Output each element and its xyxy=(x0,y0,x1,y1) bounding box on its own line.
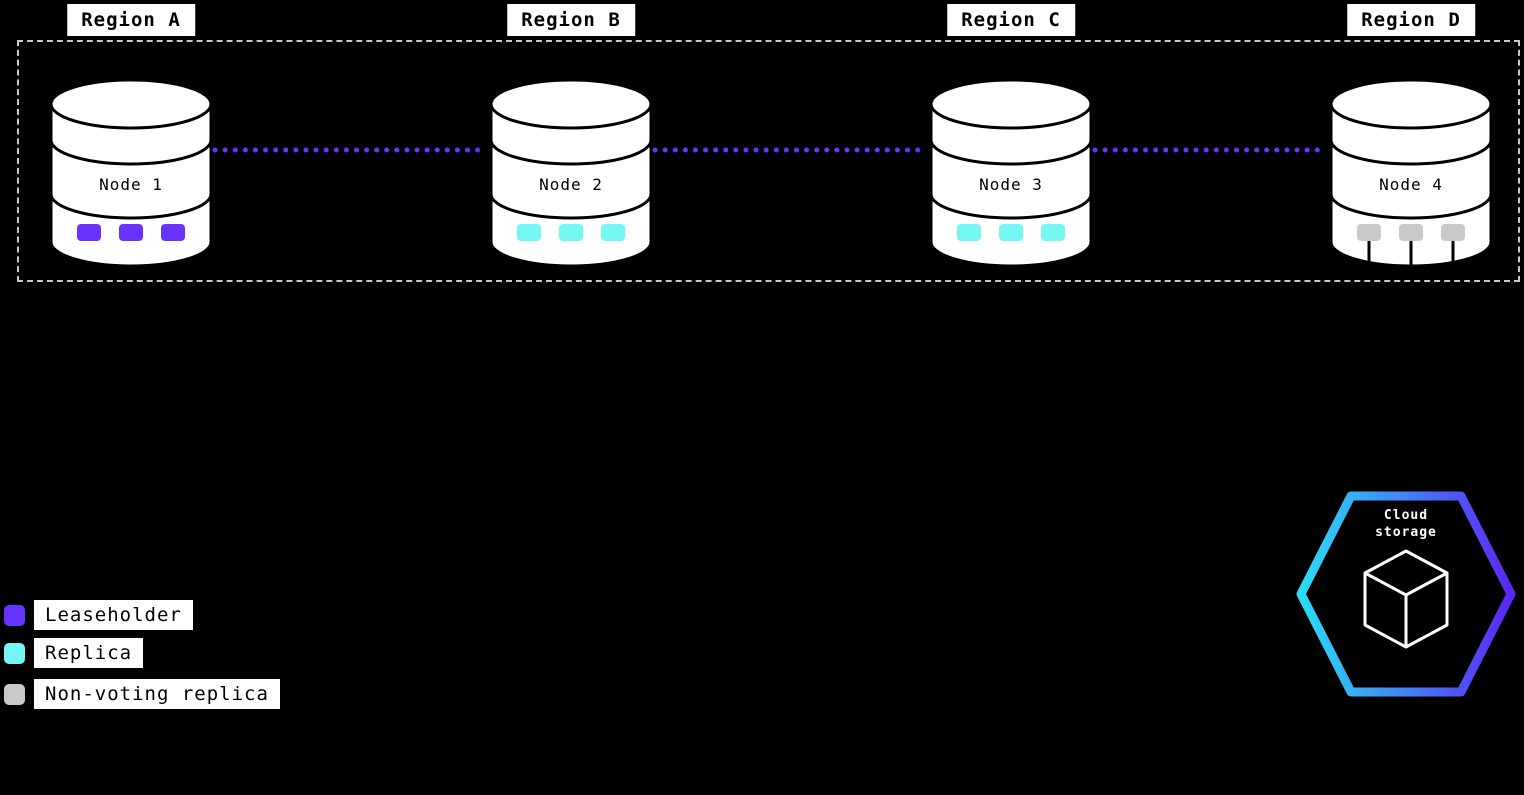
nonvoting-range-icon xyxy=(1357,224,1381,241)
db-node-2: Node 2 xyxy=(489,78,653,282)
db-node-3: Node 3 xyxy=(929,78,1093,282)
legend-label: Replica xyxy=(34,638,144,668)
replica-range-icon xyxy=(559,224,583,241)
region-label-d: Region D xyxy=(1347,4,1475,36)
db-node-1: Node 1 xyxy=(49,78,213,282)
region-label-a: Region A xyxy=(67,4,195,36)
legend-label: Non-voting replica xyxy=(34,679,280,709)
database-cylinder-icon: Node 2 xyxy=(489,78,653,268)
leaseholder-range-icon xyxy=(77,224,101,241)
cube-icon xyxy=(1363,549,1449,649)
leaseholder-range-icon xyxy=(119,224,143,241)
nonvoting-range-icon xyxy=(1441,224,1465,241)
replica-swatch xyxy=(4,642,25,664)
nonvoting-range-icon xyxy=(1399,224,1423,241)
replica-range-icon xyxy=(999,224,1023,241)
legend-item-nonvoting-replica: Non-voting replica xyxy=(4,679,280,709)
legend-label: Leaseholder xyxy=(34,600,193,630)
replica-range-icon xyxy=(957,224,981,241)
replica-swatch-icon xyxy=(4,642,25,664)
replica-range-icon xyxy=(517,224,541,241)
replica-range-icon xyxy=(1041,224,1065,241)
cloud-storage-label-line1: Cloud xyxy=(1384,508,1428,523)
node-label: Node 1 xyxy=(99,175,163,194)
cloud-storage-label-line2: storage xyxy=(1375,525,1437,540)
nonvoting-swatch-icon xyxy=(4,683,25,705)
leaseholder-swatch-icon xyxy=(4,604,25,626)
node-label: Node 3 xyxy=(979,175,1043,194)
cloud-storage: Cloud storage xyxy=(1296,491,1516,697)
cluster-boundary xyxy=(17,40,1520,282)
region-label-b: Region B xyxy=(507,4,635,36)
node-label: Node 4 xyxy=(1379,175,1443,194)
legend-item-replica: Replica xyxy=(4,638,144,668)
legend-item-leaseholder: Leaseholder xyxy=(4,600,193,630)
database-cylinder-icon: Node 4 xyxy=(1329,78,1493,280)
db-node-4: Node 4 xyxy=(1329,78,1493,282)
leaseholder-swatch xyxy=(4,604,25,626)
database-cylinder-icon: Node 1 xyxy=(49,78,213,268)
region-label-c: Region C xyxy=(947,4,1075,36)
database-cylinder-icon: Node 3 xyxy=(929,78,1093,268)
replica-range-icon xyxy=(601,224,625,241)
cloud-storage-hexagon-icon: Cloud storage xyxy=(1296,491,1516,697)
leaseholder-range-icon xyxy=(161,224,185,241)
node-label: Node 2 xyxy=(539,175,603,194)
nonvoting-swatch xyxy=(4,683,25,705)
